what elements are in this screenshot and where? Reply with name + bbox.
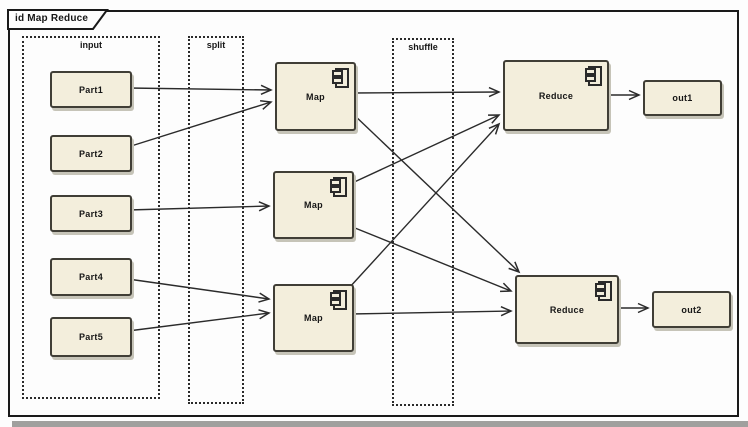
node-map1[interactable]: Map xyxy=(275,62,356,131)
region-split: split xyxy=(188,36,244,404)
node-part2-label: Part2 xyxy=(78,148,103,159)
frame-shadow xyxy=(12,421,748,427)
node-part1[interactable]: Part1 xyxy=(50,71,132,108)
region-input-label: input xyxy=(80,40,102,50)
node-map3[interactable]: Map xyxy=(273,284,354,352)
node-reduce1[interactable]: Reduce xyxy=(503,60,609,131)
node-map2-label: Map xyxy=(304,200,323,210)
node-part5[interactable]: Part5 xyxy=(50,317,132,357)
diagram-frame xyxy=(8,10,739,417)
region-split-label: split xyxy=(206,40,226,50)
region-shuffle: shuffle xyxy=(392,38,454,406)
node-part1-label: Part1 xyxy=(78,84,103,95)
component-icon xyxy=(330,290,347,310)
node-part2[interactable]: Part2 xyxy=(50,135,132,172)
node-map3-label: Map xyxy=(304,313,323,323)
node-reduce2-label: Reduce xyxy=(549,304,585,315)
region-shuffle-label: shuffle xyxy=(408,42,438,52)
node-reduce2[interactable]: Reduce xyxy=(515,275,619,344)
node-part4-label: Part4 xyxy=(78,272,103,282)
component-icon xyxy=(330,177,347,197)
node-out2[interactable]: out2 xyxy=(652,291,731,328)
node-map1-label: Map xyxy=(306,91,325,102)
node-out1-label: out1 xyxy=(672,93,693,103)
component-icon xyxy=(585,66,602,86)
node-out1[interactable]: out1 xyxy=(643,80,722,116)
node-part4[interactable]: Part4 xyxy=(50,258,132,296)
node-reduce1-label: Reduce xyxy=(538,90,574,101)
node-part5-label: Part5 xyxy=(78,332,103,342)
region-input: input xyxy=(22,36,160,399)
component-icon xyxy=(595,281,612,301)
diagram-title: id Map Reduce xyxy=(15,13,89,24)
node-map2[interactable]: Map xyxy=(273,171,354,239)
node-out2-label: out2 xyxy=(681,304,702,315)
node-part3-label: Part3 xyxy=(78,208,103,219)
node-part3[interactable]: Part3 xyxy=(50,195,132,232)
component-icon xyxy=(332,68,349,88)
